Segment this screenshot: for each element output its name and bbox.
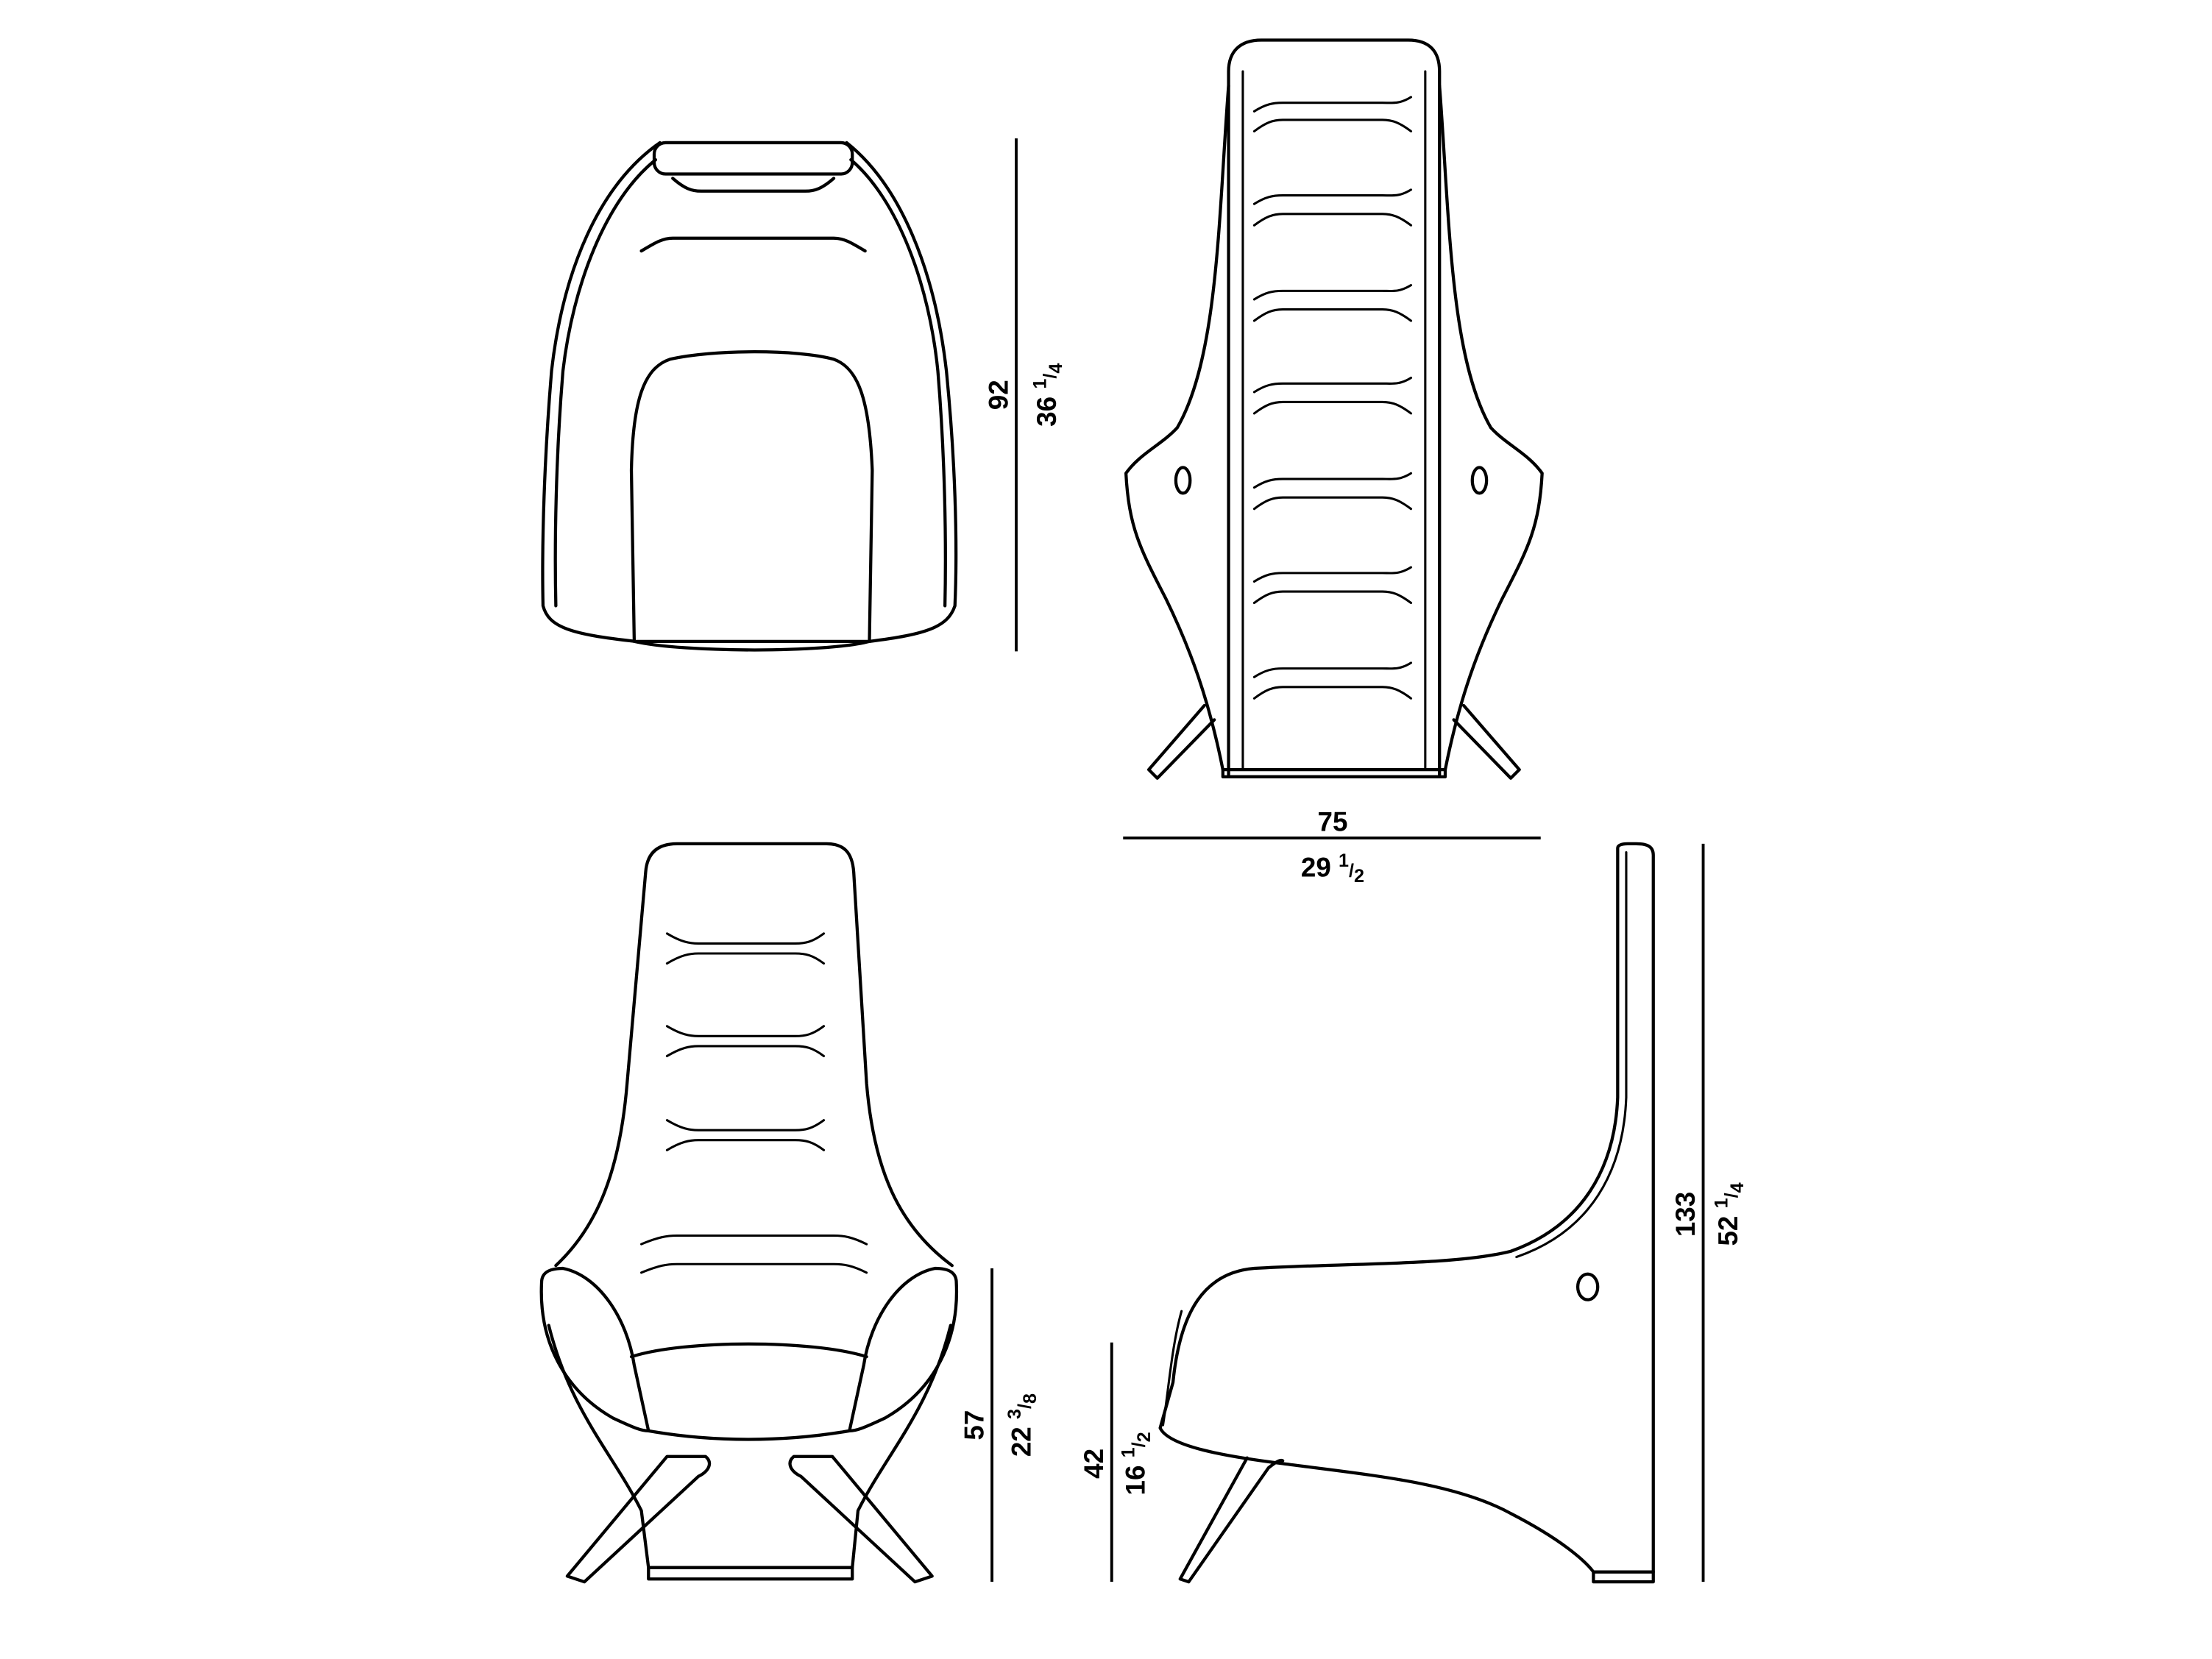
- side-view-seat-height-in: 16 1/2: [1119, 1432, 1155, 1495]
- back-view-left-leg: [1146, 703, 1216, 780]
- back-view-base: [1221, 768, 1447, 778]
- top-view-inner-shell: [553, 158, 947, 608]
- top-view-depth-in: 36 1/4: [1030, 363, 1066, 427]
- top-view-depth-cm: 92: [983, 380, 1013, 410]
- front-view: 57 22 3/8: [539, 842, 1041, 1584]
- side-view-base: [1592, 1570, 1655, 1584]
- top-view-slat: [639, 236, 867, 253]
- front-view-arm-height-cm: 57: [959, 1410, 989, 1440]
- side-view-hole: [1575, 1272, 1600, 1301]
- front-view-slats: [640, 932, 868, 1274]
- front-view-shell-lower: [547, 1324, 953, 1569]
- side-view-leg: [1178, 1456, 1285, 1584]
- back-view: 75 29 1/2: [1123, 38, 1544, 887]
- top-view-headrest: [652, 141, 854, 176]
- back-view-slats: [1252, 96, 1413, 700]
- back-view-backrest: [1227, 38, 1442, 778]
- back-view-right-leg: [1452, 703, 1521, 780]
- front-view-left-arm: [539, 1266, 651, 1432]
- back-view-right-wing: [1438, 84, 1544, 772]
- front-view-backrest: [554, 842, 954, 1268]
- front-view-seat: [629, 1342, 868, 1441]
- back-view-left-wing: [1124, 84, 1230, 772]
- top-view-slat: [671, 177, 836, 193]
- top-view-seat: [629, 350, 874, 652]
- back-view-right-hole: [1470, 466, 1489, 495]
- side-view-total-height-cm: 133: [1670, 1192, 1701, 1237]
- front-view-right-leg: [788, 1454, 934, 1584]
- side-view: 42 16 1/2 133 52 1/4: [1079, 842, 1748, 1584]
- back-view-inner-edge: [1241, 70, 1427, 771]
- top-view: 92 36 1/4: [541, 138, 1066, 652]
- side-view-shell-inner: [1161, 850, 1628, 1427]
- side-view-total-height-in: 52 1/4: [1711, 1182, 1747, 1246]
- side-view-seat-height-cm: 42: [1079, 1449, 1109, 1479]
- front-view-right-arm: [848, 1266, 959, 1432]
- front-view-left-leg: [565, 1454, 712, 1584]
- front-view-arm-height-in: 22 3/8: [1004, 1393, 1041, 1457]
- front-view-base: [647, 1566, 854, 1581]
- back-view-width-in: 29 1/2: [1301, 850, 1364, 887]
- back-view-width-cm: 75: [1317, 806, 1347, 836]
- back-view-left-hole: [1174, 466, 1192, 495]
- side-view-shell: [1158, 842, 1655, 1574]
